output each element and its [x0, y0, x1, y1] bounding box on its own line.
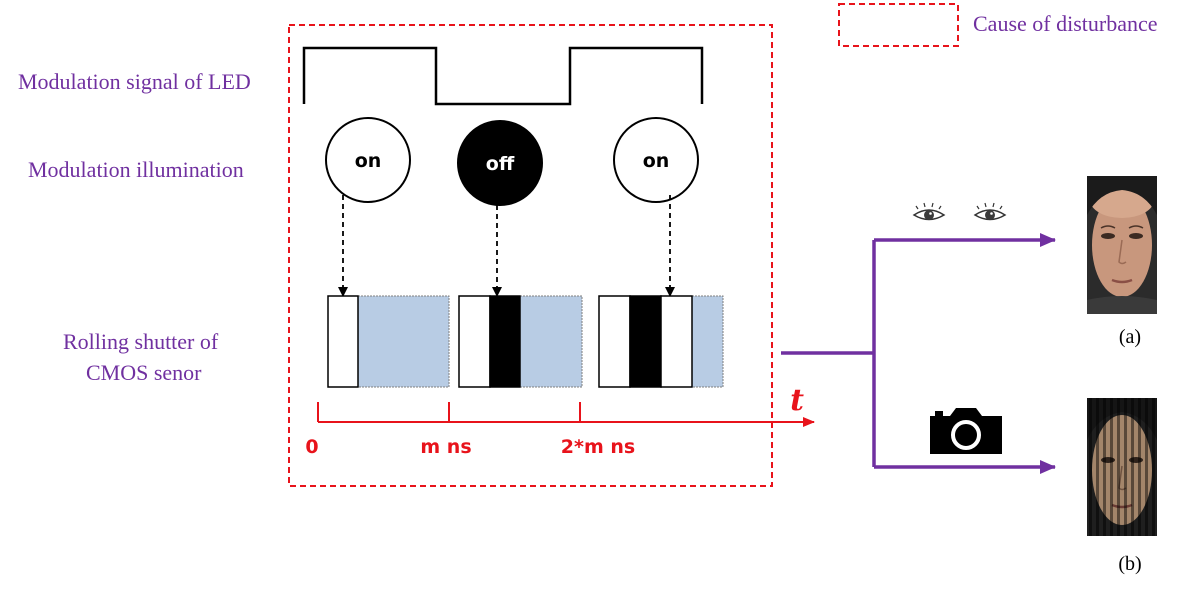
- axis-variable-t: t: [790, 383, 804, 418]
- illumination-on-1: on: [325, 117, 411, 203]
- disturbance-box: [288, 24, 773, 487]
- eye-icon: [912, 202, 1007, 221]
- rolling-shutter-label-line2: CMOS senor: [86, 360, 202, 385]
- modulation-square-wave: [302, 46, 704, 106]
- shutter-frame-1: [327, 295, 450, 388]
- tick-label-m: m ns: [420, 436, 471, 458]
- legend-dashed-box: [838, 3, 959, 47]
- time-axis: 0 m ns 2*m ns t: [305, 383, 815, 458]
- shutter-frame-2: [458, 295, 583, 388]
- illumination-on-2-label: on: [643, 150, 670, 172]
- illumination-on-2: on: [613, 117, 699, 203]
- illumination-off: off: [457, 120, 543, 206]
- legend: Cause of disturbance: [838, 3, 1158, 47]
- camera-icon: [930, 408, 1002, 454]
- face-image-eye-view: [1087, 176, 1157, 314]
- rolling-shutter-label-line1: Rolling shutter of: [63, 329, 219, 354]
- tick-label-2m: 2*m ns: [561, 436, 635, 458]
- flicker-stripes: [1089, 398, 1155, 536]
- illumination-on-1-label: on: [355, 150, 382, 172]
- legend-label: Cause of disturbance: [973, 11, 1158, 36]
- caption-b: (b): [1118, 553, 1141, 575]
- shutter-frame-3: [598, 295, 724, 388]
- caption-a: (a): [1119, 326, 1141, 348]
- illumination-off-label: off: [486, 153, 515, 175]
- output-connector: [781, 233, 1056, 474]
- face-image-camera-view: [1087, 398, 1157, 536]
- tick-label-0: 0: [305, 436, 318, 458]
- modulation-illumination-label: Modulation illumination: [28, 157, 244, 182]
- modulation-signal-label: Modulation signal of LED: [18, 69, 251, 94]
